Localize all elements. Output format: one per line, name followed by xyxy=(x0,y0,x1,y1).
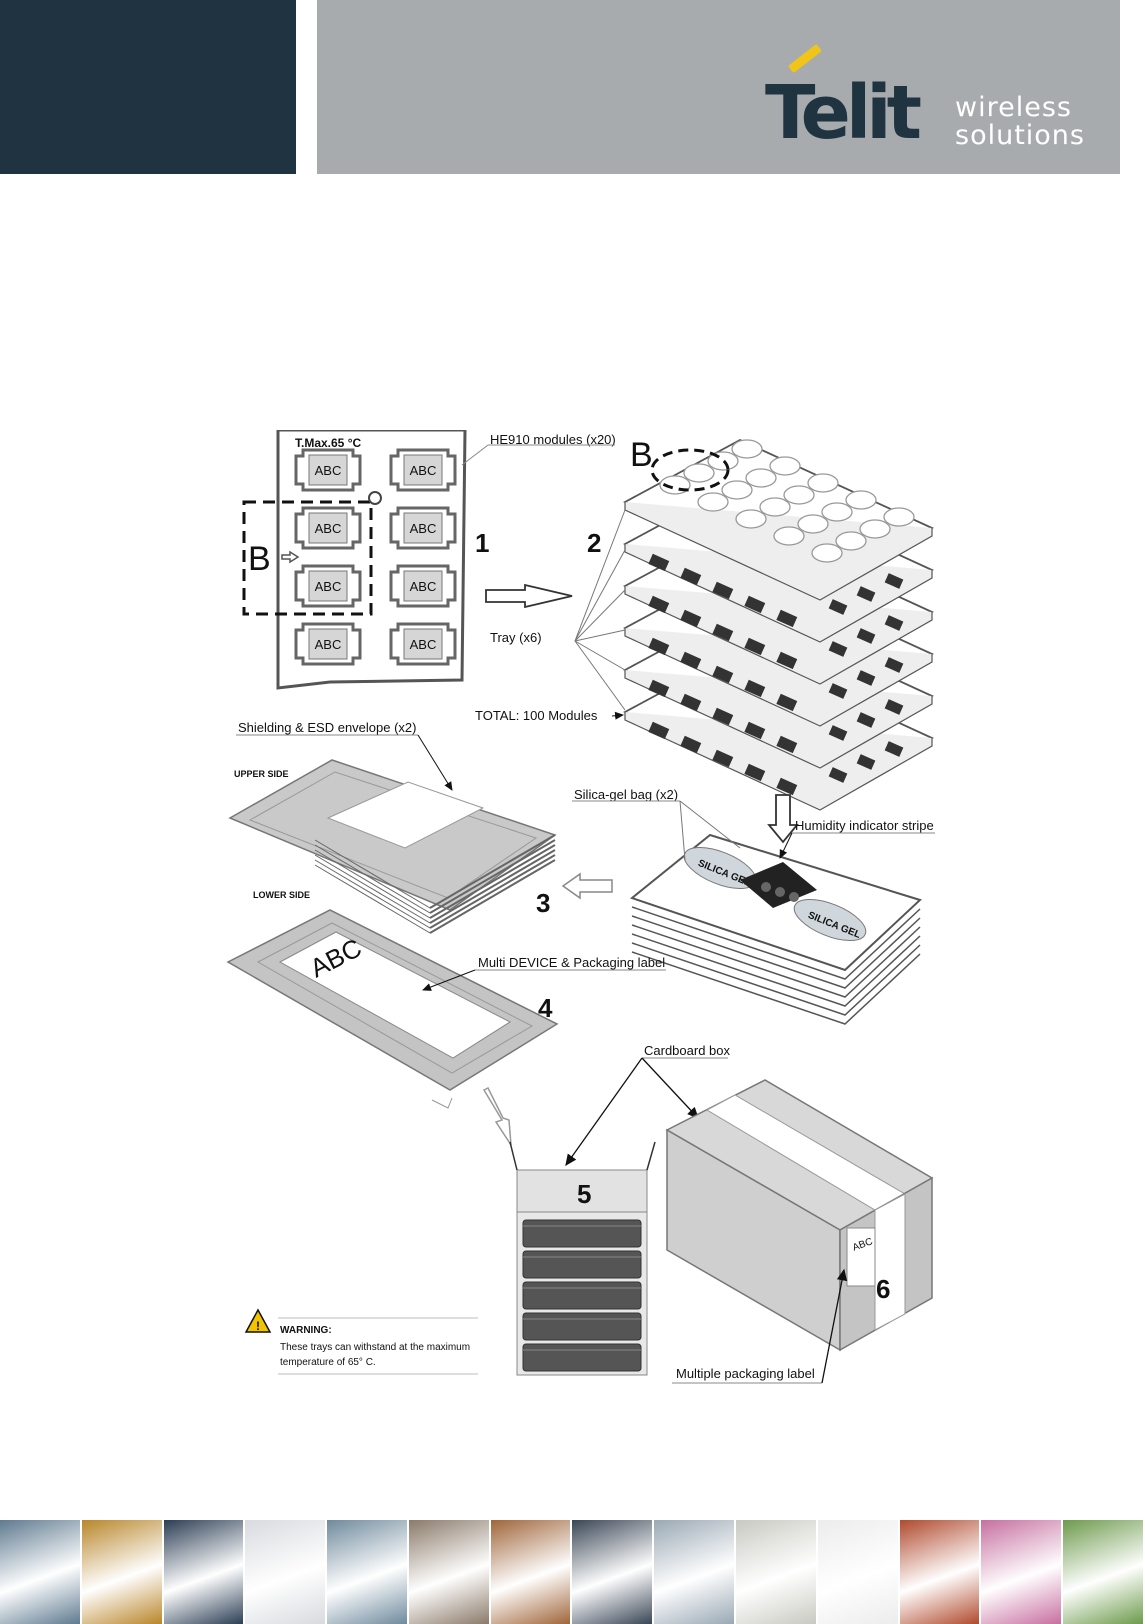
module-label: ABC xyxy=(315,463,342,478)
module-label: ABC xyxy=(410,579,437,594)
step-1: 1 xyxy=(475,528,489,558)
step-2: 2 xyxy=(587,528,601,558)
footer-photo xyxy=(163,1520,246,1624)
module-pocket: ABC xyxy=(389,622,457,666)
footer-photo xyxy=(981,1520,1064,1624)
svg-text:!: ! xyxy=(256,1319,260,1333)
upper-side-label: UPPER SIDE xyxy=(234,769,289,779)
callout-silica: Silica-gel bag (x2) xyxy=(574,787,678,802)
footer-photo xyxy=(899,1520,982,1624)
callout-total: TOTAL: 100 Modules xyxy=(475,708,598,723)
footer-photo xyxy=(408,1520,491,1624)
header-dark-panel xyxy=(0,0,296,174)
logo-accent-slash xyxy=(788,43,822,74)
warning-icon xyxy=(244,1308,272,1333)
module-label: ABC xyxy=(410,521,437,536)
callout-multi-label: Multi DEVICE & Packaging label xyxy=(478,955,665,970)
silica-tray-stack: SILICA GEL SILICA GEL xyxy=(629,833,922,1025)
callout-tray: Tray (x6) xyxy=(490,630,542,645)
callout-humidity: Humidity indicator stripe xyxy=(795,818,934,833)
envelope-lower: ABC xyxy=(226,909,559,1109)
callout-multi-pack-label: Multiple packaging label xyxy=(676,1366,815,1381)
module-pocket: ABC xyxy=(389,506,457,550)
module-pocket: ABC xyxy=(294,506,362,550)
logo-tagline-1: wireless xyxy=(955,92,1072,123)
step-5: 5 xyxy=(577,1179,591,1209)
module-pocket: ABC xyxy=(389,564,457,608)
tray-top-view: T.Max.65 °C ABC ABC ABC ABC ABC ABC ABC ABC B xyxy=(242,430,467,690)
footer-photo xyxy=(327,1520,409,1624)
module-label: ABC xyxy=(410,637,437,652)
warning-title: WARNING: xyxy=(280,1325,332,1336)
boxed-tray xyxy=(522,1250,642,1279)
tray-stack xyxy=(622,438,934,811)
module-pocket: ABC xyxy=(294,448,362,492)
callout-cardboard: Cardboard box xyxy=(644,1043,730,1058)
lower-side-label: LOWER SIDE xyxy=(253,890,310,900)
warning-line-1: These trays can withstand at the maximum xyxy=(280,1342,470,1353)
packaging-diagram: T.Max.65 °C ABC ABC ABC ABC ABC ABC ABC ABC B H… xyxy=(226,430,935,1384)
footer-photo xyxy=(0,1520,82,1624)
step-3: 3 xyxy=(536,888,550,918)
boxed-tray xyxy=(522,1312,642,1341)
module-pockets: ABC ABC ABC ABC ABC ABC ABC ABC xyxy=(294,448,457,666)
boxed-tray xyxy=(522,1343,642,1372)
warning-line-2: temperature of 65° C. xyxy=(280,1357,376,1368)
tray xyxy=(622,438,934,601)
logo-tagline-2: solutions xyxy=(955,120,1085,151)
module-label: ABC xyxy=(315,637,342,652)
module-label: ABC xyxy=(315,521,342,536)
boxed-tray xyxy=(522,1281,642,1310)
module-pocket: ABC xyxy=(294,564,362,608)
detail-b-box xyxy=(242,500,373,616)
header-grey-panel xyxy=(317,0,1120,174)
tray-max-temp: T.Max.65 °C xyxy=(295,436,361,450)
footer-photo xyxy=(490,1520,573,1624)
detail-b-letter-2: B xyxy=(630,436,653,474)
module-pocket: ABC xyxy=(389,448,457,492)
module-label: ABC xyxy=(410,463,437,478)
detail-b-letter: B xyxy=(248,540,271,578)
step-6: 6 xyxy=(876,1274,890,1304)
box-open-view: 5 xyxy=(509,1141,656,1376)
envelope-upper xyxy=(228,759,557,934)
logo-brand: Telit xyxy=(765,70,922,156)
step-4: 4 xyxy=(538,993,553,1023)
footer-photo xyxy=(736,1520,818,1624)
footer-photo xyxy=(817,1520,900,1624)
footer-photo xyxy=(81,1520,164,1624)
box-closed-view: ABC 6 xyxy=(665,1079,934,1352)
footer-photo xyxy=(654,1520,737,1624)
warning-block: ! WARNING: These trays can withstand at … xyxy=(244,1308,478,1375)
footer-photo xyxy=(245,1520,328,1624)
footer-photo-strip xyxy=(0,1520,1145,1624)
module-pocket: ABC xyxy=(294,622,362,666)
footer-photo xyxy=(1063,1520,1145,1624)
callout-envelope: Shielding & ESD envelope (x2) xyxy=(238,720,417,735)
callout-modules: HE910 modules (x20) xyxy=(490,432,616,447)
boxed-tray xyxy=(522,1219,642,1248)
footer-photo xyxy=(572,1520,655,1624)
telit-logo: Telit wireless solutions xyxy=(765,43,1095,158)
module-label: ABC xyxy=(315,579,342,594)
